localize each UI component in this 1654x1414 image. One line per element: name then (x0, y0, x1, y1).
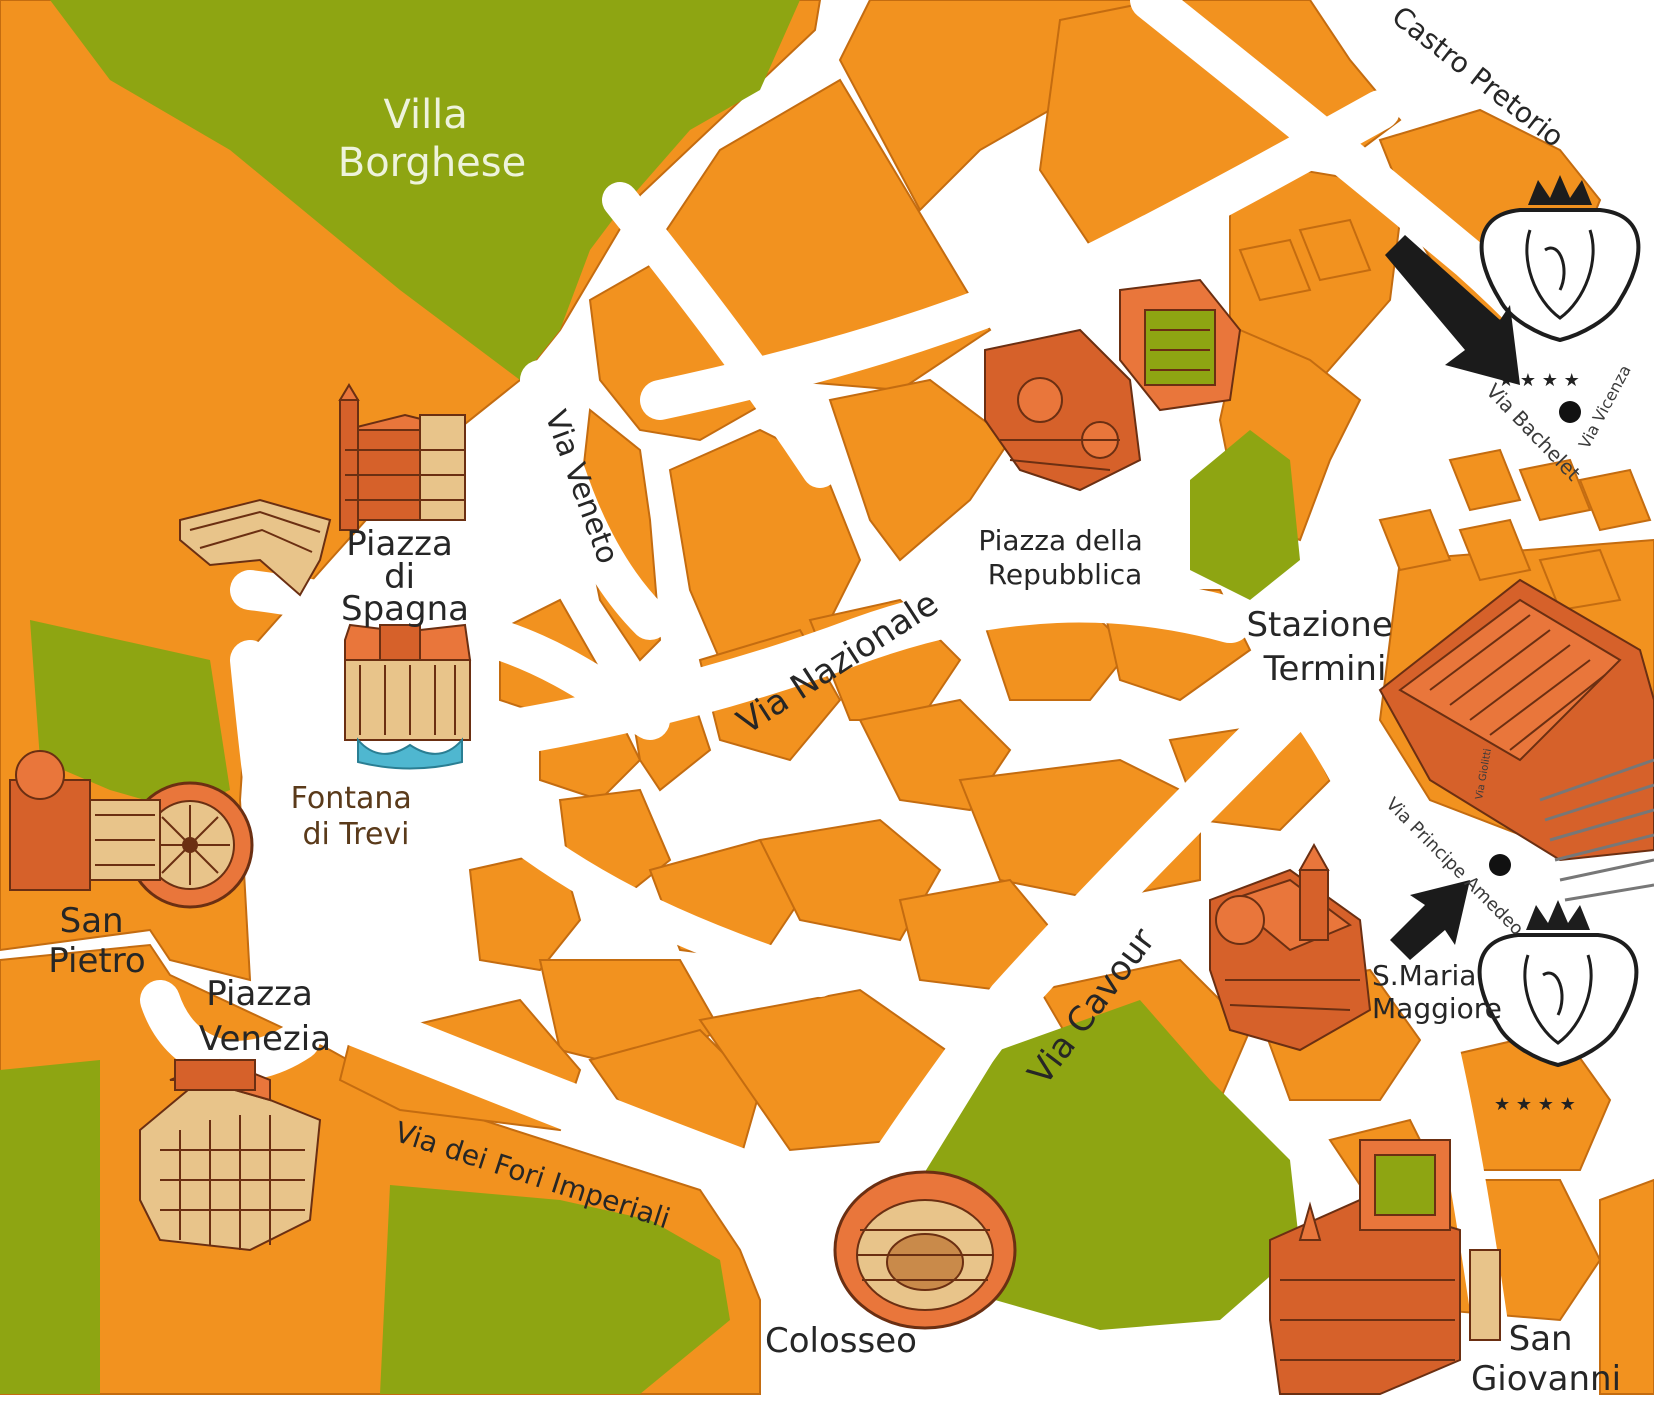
road-via-nazionale (277, 576, 1253, 783)
hotel-south: ★ ★ ★ ★ (1390, 854, 1639, 1115)
arrow-pointer-icon (1385, 235, 1520, 385)
landmark-label-colosseo: Colosseo (765, 1321, 917, 1361)
hotel-crest-icon (1477, 900, 1639, 1068)
diocletian-baths-icon (984, 278, 1242, 492)
park-fori (380, 1185, 730, 1394)
park-villa-borghese (50, 0, 800, 380)
st-peters-icon (9, 750, 254, 909)
landmark-label-piazza-di-spagna: Piazza di Spagna (341, 524, 469, 629)
road-castro (1130, 0, 1654, 480)
vittoriano-icon (139, 1058, 322, 1252)
landmark-label-piazza-venezia: Piazza Venezia (199, 974, 331, 1059)
hotel-crest-icon (1479, 175, 1641, 343)
road-venezia-loop (140, 980, 320, 1081)
hotel-north-location-dot (1559, 401, 1581, 423)
termini-station-icon (1378, 578, 1654, 902)
landmark-label-s-maria-maggiore: S.Maria Maggiore (1372, 959, 1502, 1025)
park-west (30, 620, 230, 810)
landmark-label-san-giovanni: San Giovanni (1471, 1319, 1621, 1399)
park-gianicolo (0, 1060, 100, 1394)
park-label-villa-borghese: Villa Borghese (338, 92, 526, 186)
road-north-diagonal (602, 182, 838, 488)
arrow-pointer-icon (1390, 880, 1470, 960)
spanish-steps-icon (179, 383, 466, 597)
santa-maria-maggiore-icon (1209, 842, 1372, 1052)
road-via-cavour (827, 677, 1323, 1253)
road-corso (230, 640, 320, 1020)
hotel-stars: ★ ★ ★ ★ (1494, 1094, 1576, 1115)
road-xx-settembre (640, 90, 1400, 420)
roads (140, 0, 1654, 1412)
trevi-fountain-icon (344, 623, 472, 770)
park-repubblica (1190, 430, 1300, 600)
hotel-south-location-dot (1489, 854, 1511, 876)
hotel-north: ★ ★ ★ ★ (1385, 175, 1641, 423)
colosseum-icon (833, 1170, 1017, 1330)
landmark-label-fontana-di-trevi: Fontana di Trevi (291, 781, 422, 852)
road-piazza-spagna (230, 570, 670, 740)
road-via-veneto (520, 360, 670, 640)
san-giovanni-icon (1269, 1139, 1501, 1395)
landmark-label-san-pietro: San Pietro (48, 901, 145, 981)
road-south-diag (483, 803, 837, 997)
landmark-label-piazza-della-repubblica: Piazza della Repubblica (978, 524, 1151, 591)
landmark-label-stazione-termini: Stazione Termini (1246, 605, 1403, 689)
